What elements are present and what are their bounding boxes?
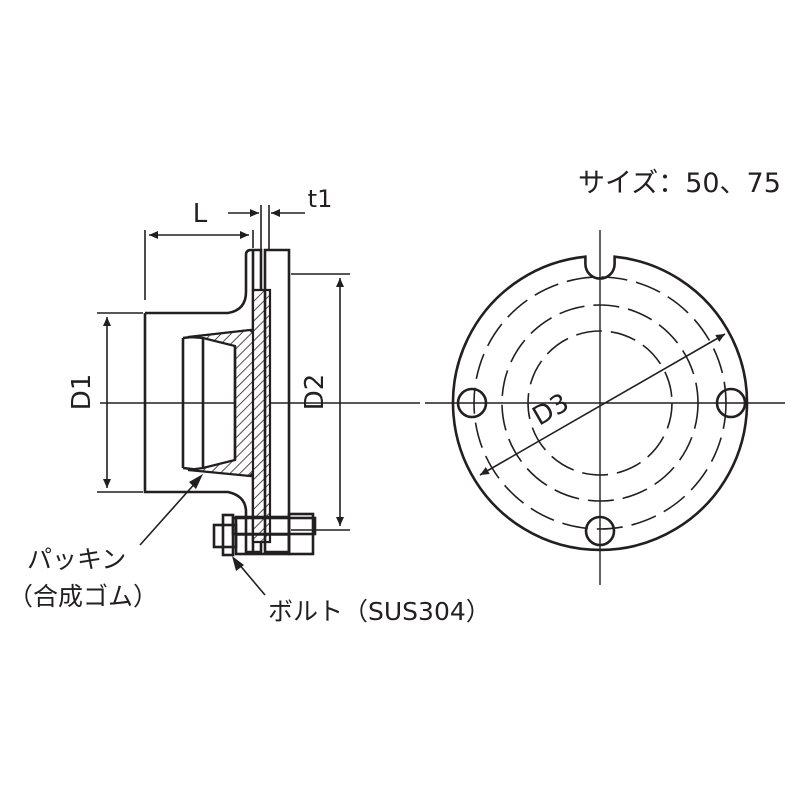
bolt-label: ボルト（SUS304） xyxy=(268,597,491,626)
gasket-steps xyxy=(201,338,237,468)
dim-t1: t1 xyxy=(228,185,332,250)
dim-label-D1: D1 xyxy=(67,374,97,411)
front-view: D3 サイズ：50、75 xyxy=(425,168,785,585)
packing-material-label: （合成ゴム） xyxy=(8,582,158,611)
bolt xyxy=(212,512,317,557)
packing-leader xyxy=(139,474,203,546)
dim-label-L: L xyxy=(193,199,208,229)
blind-plate-section xyxy=(251,288,272,544)
side-view: L t1 D1 D2 パッキン （合成ゴム xyxy=(8,185,491,626)
packing-label: パッキン xyxy=(27,545,126,574)
outer-disk xyxy=(451,255,749,552)
dim-label-D2: D2 xyxy=(300,374,330,411)
dim-L: L xyxy=(144,199,254,300)
size-note: サイズ：50、75 xyxy=(578,168,781,199)
bolt-leader xyxy=(232,556,266,596)
dim-D2: D2 xyxy=(291,273,350,531)
dim-D3-line xyxy=(479,333,726,476)
dim-label-t1: t1 xyxy=(308,185,333,213)
dim-D1: D1 xyxy=(67,312,143,493)
bolt-hole-bottom xyxy=(584,515,616,547)
hidden-circle-outer xyxy=(473,276,727,530)
